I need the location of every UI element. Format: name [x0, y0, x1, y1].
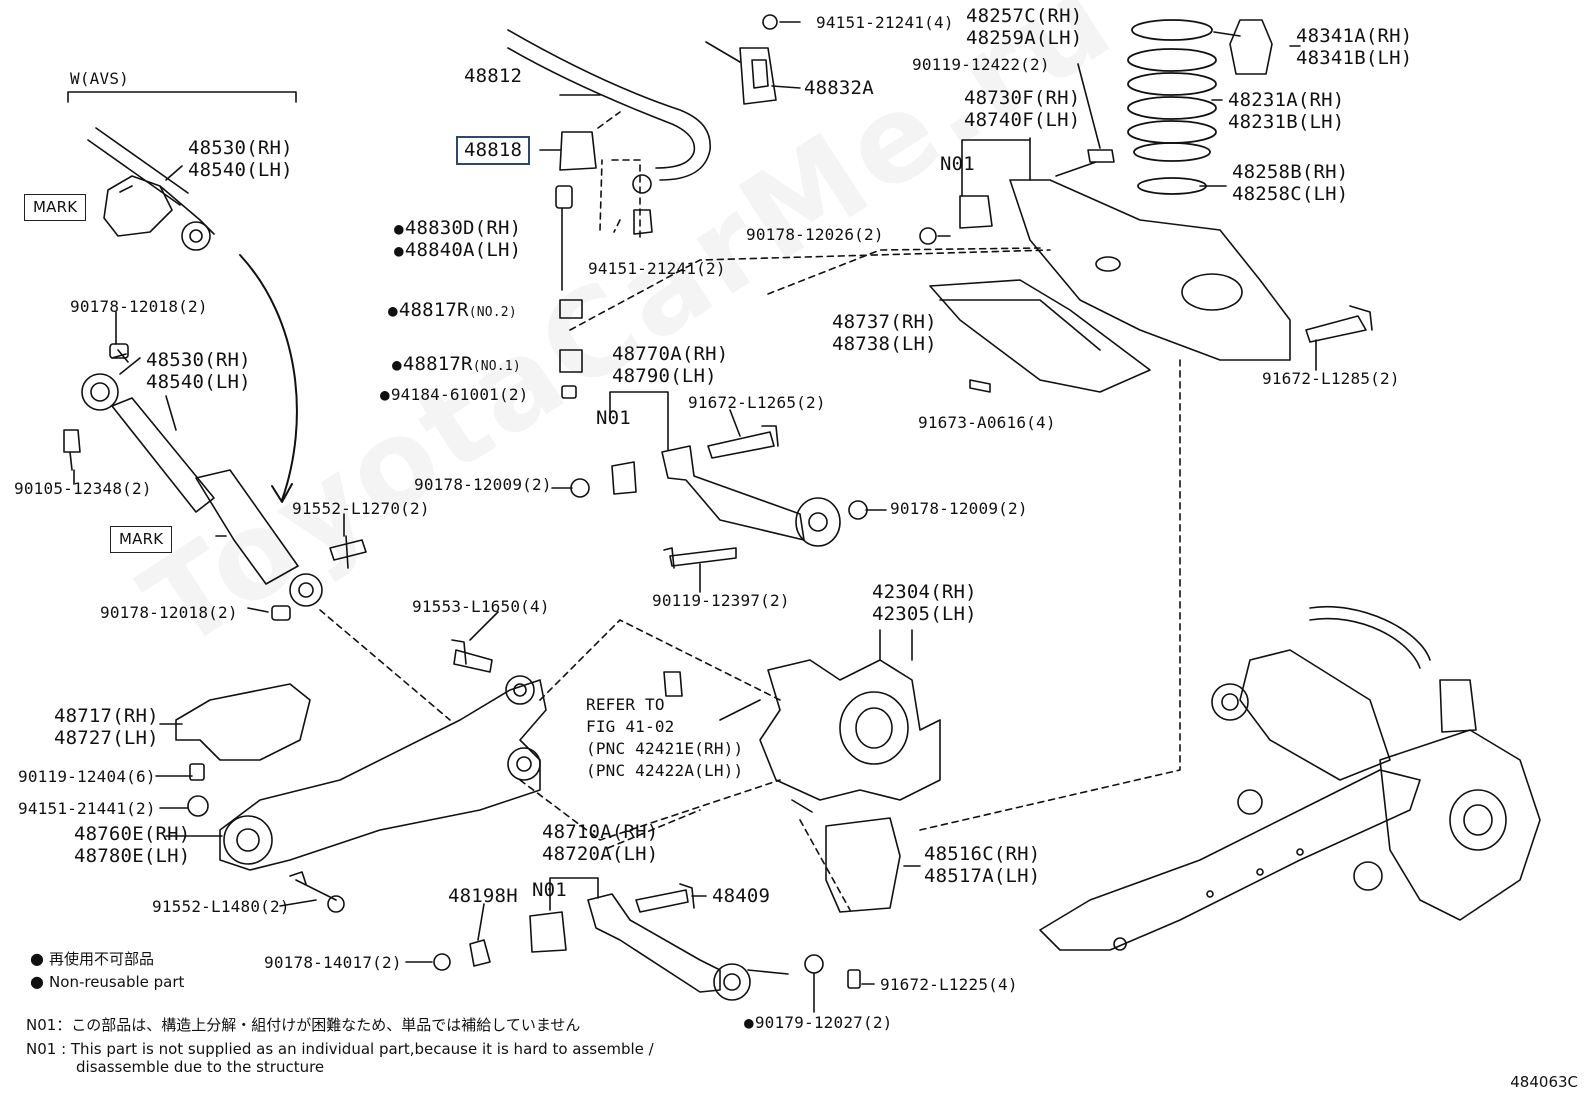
- label-90119-12397: 90119-12397(2): [652, 591, 790, 610]
- label-90178-12026: 90178-12026(2): [746, 225, 884, 244]
- label-91673-A0616: 91673-A0616(4): [918, 413, 1056, 432]
- legend-jp: ● 再使用不可部品: [30, 949, 155, 968]
- refer-line-1: REFER TO: [586, 695, 665, 714]
- label-48720A: 48720A(LH): [542, 843, 659, 865]
- label-48817R-no2: 48817R(NO.2): [388, 300, 517, 323]
- refer-line-2: FIG 41-02: [586, 717, 675, 736]
- label-94184-61001: 94184-61001(2): [380, 386, 529, 404]
- label-90105-12348: 90105-12348(2): [14, 479, 152, 498]
- label-90178-12009-b: 90178-12009(2): [890, 499, 1028, 518]
- label-91553-L1650: 91553-L1650(4): [412, 597, 550, 616]
- label-90178-12009-a: 90178-12009(2): [414, 475, 552, 494]
- label-48818-highlighted[interactable]: 48818: [456, 136, 531, 165]
- label-48840A: 48840A(LH): [394, 240, 521, 261]
- label-90178-12018-b: 90178-12018(2): [100, 603, 238, 622]
- label-48710A: 48710A(RH): [542, 821, 659, 843]
- label-94151-21241-2: 94151-21241(2): [588, 259, 726, 278]
- mark-box-bottom: MARK: [110, 526, 173, 553]
- label-42305: 42305(LH): [872, 603, 977, 625]
- label-48727: 48727(LH): [54, 727, 159, 749]
- label-90179-12027: 90179-12027(2): [744, 1014, 893, 1032]
- label-48259A: 48259A(LH): [966, 27, 1083, 49]
- label-48540-top: 48540(LH): [188, 159, 293, 181]
- mark-box-top: MARK: [24, 194, 87, 221]
- label-48258C: 48258C(LH): [1232, 183, 1349, 205]
- label-w-avs: W(AVS): [70, 69, 129, 88]
- label-48830D: 48830D(RH): [394, 218, 521, 239]
- label-91552-L1480: 91552-L1480(2): [152, 897, 290, 916]
- note-n01-jp: N01：この部品は、構造上分解・組付けが困難なため、単品では補給していません: [26, 1016, 581, 1034]
- label-48409: 48409: [712, 885, 771, 907]
- label-48517A: 48517A(LH): [924, 865, 1041, 887]
- label-90178-14017: 90178-14017(2): [264, 953, 402, 972]
- label-48832A: 48832A: [804, 77, 874, 99]
- note-n01-en-1: N01 : This part is not supplied as an in…: [26, 1040, 654, 1058]
- label-48780E: 48780E(LH): [74, 845, 191, 867]
- label-48231A: 48231A(RH): [1228, 89, 1345, 111]
- label-90119-12404: 90119-12404(6): [18, 767, 156, 786]
- label-n01-b: N01: [596, 407, 631, 429]
- refer-line-3: (PNC 42421E(RH)): [586, 739, 744, 758]
- diagram-code: 484063C: [1510, 1073, 1578, 1091]
- label-48760E: 48760E(RH): [74, 823, 191, 845]
- label-48790: 48790(LH): [612, 365, 717, 387]
- label-48198H: 48198H: [448, 885, 518, 907]
- label-48540-b: 48540(LH): [146, 371, 251, 393]
- label-48341A: 48341A(RH): [1296, 25, 1413, 47]
- label-90178-12018-a: 90178-12018(2): [70, 297, 208, 316]
- label-42304: 42304(RH): [872, 581, 977, 603]
- label-91552-L1270: 91552-L1270(2): [292, 499, 430, 518]
- label-48516C: 48516C(RH): [924, 843, 1041, 865]
- label-48341B: 48341B(LH): [1296, 47, 1413, 69]
- label-48530-b: 48530(RH): [146, 349, 251, 371]
- label-91672-L1225: 91672-L1225(4): [880, 975, 1018, 994]
- label-48717: 48717(RH): [54, 705, 159, 727]
- label-48257C: 48257C(RH): [966, 5, 1083, 27]
- label-90119-12422: 90119-12422(2): [912, 55, 1050, 74]
- label-48817R-no1: 48817R(NO.1): [392, 354, 521, 377]
- label-94151-21441: 94151-21441(2): [18, 799, 156, 818]
- legend-en: ● Non-reusable part: [30, 972, 185, 991]
- label-n01-a: N01: [940, 153, 975, 175]
- label-91672-L1265: 91672-L1265(2): [688, 393, 826, 412]
- label-94151-21241-4: 94151-21241(4): [816, 13, 954, 32]
- label-48770A: 48770A(RH): [612, 343, 729, 365]
- note-n01-en-2: disassemble due to the structure: [76, 1058, 325, 1076]
- label-48812: 48812: [464, 65, 523, 87]
- label-48258B: 48258B(RH): [1232, 161, 1349, 183]
- label-n01-c: N01: [532, 879, 567, 901]
- label-48530-top: 48530(RH): [188, 137, 293, 159]
- label-91672-L1285: 91672-L1285(2): [1262, 369, 1400, 388]
- label-48730F: 48730F(RH): [964, 87, 1081, 109]
- label-48738: 48738(LH): [832, 333, 937, 355]
- label-48231B: 48231B(LH): [1228, 111, 1345, 133]
- label-48737: 48737(RH): [832, 311, 937, 333]
- refer-line-4: (PNC 42422A(LH)): [586, 761, 744, 780]
- label-48740F: 48740F(LH): [964, 109, 1081, 131]
